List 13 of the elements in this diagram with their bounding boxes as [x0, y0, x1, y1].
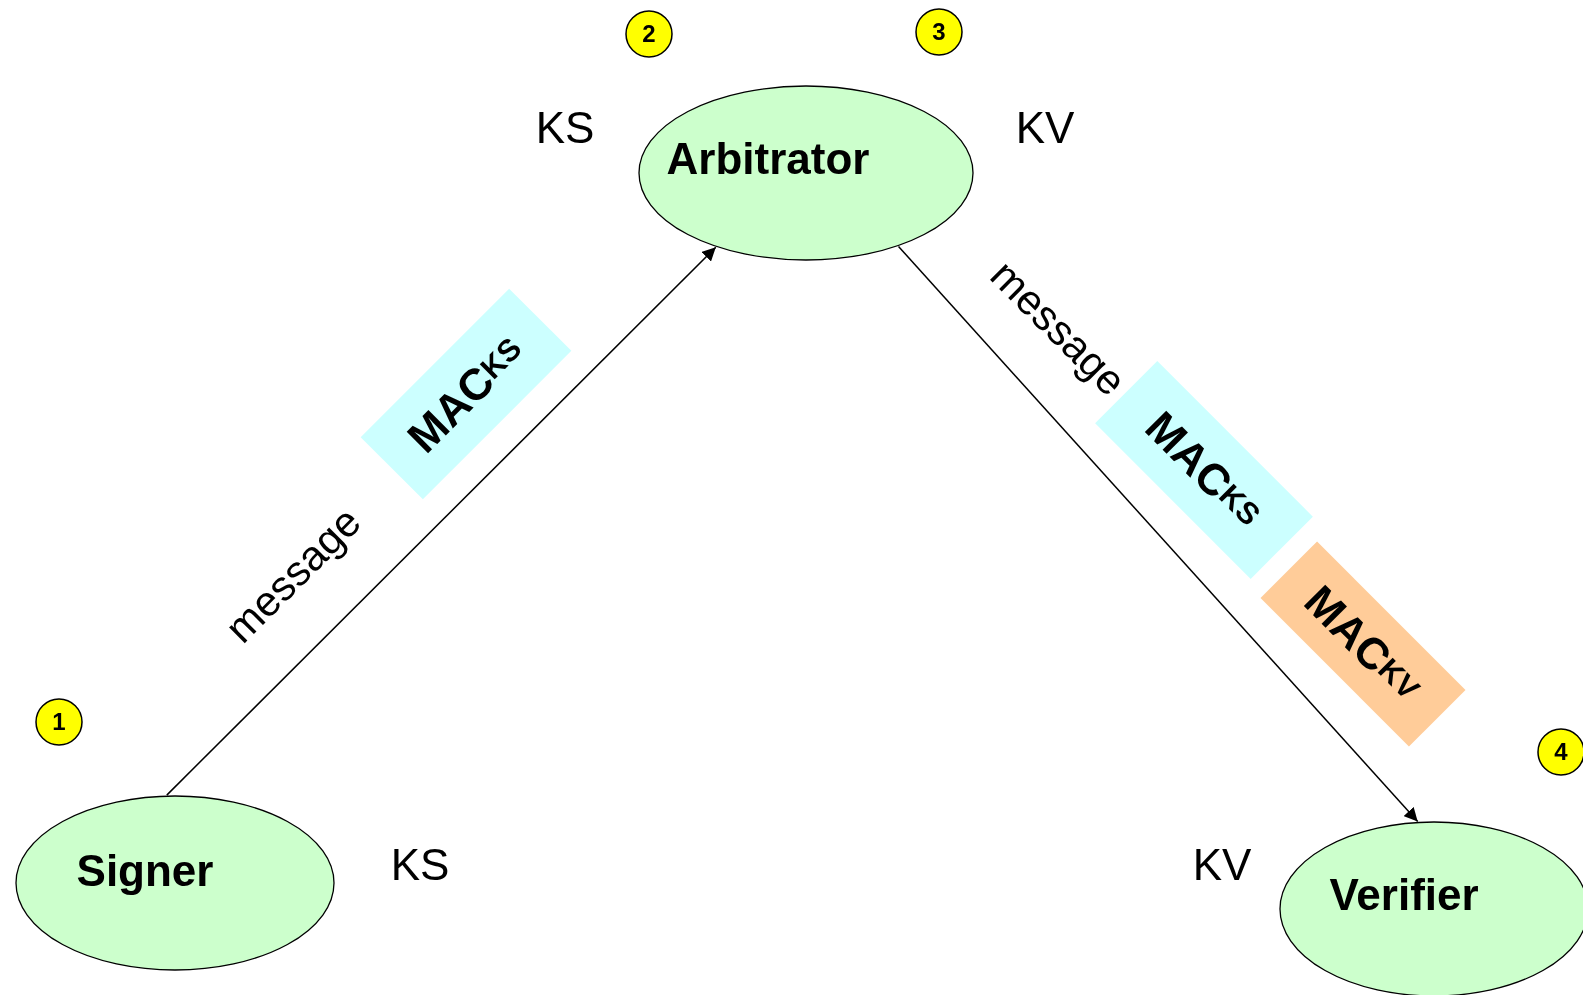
key-label: KS [390, 840, 450, 890]
node-label: Signer [76, 846, 214, 896]
arrow [166, 246, 717, 796]
key-label: KS [535, 103, 595, 153]
step-number-label: 2 [642, 20, 656, 48]
node-label: Arbitrator [666, 134, 870, 184]
key-label: KV [1015, 103, 1075, 153]
node-label: Verifier [1329, 870, 1479, 920]
arrow [897, 245, 1419, 823]
step-number-label: 3 [932, 18, 946, 46]
step-number-label: 1 [52, 708, 66, 736]
step-number-label: 4 [1554, 738, 1568, 766]
key-label: KV [1192, 840, 1252, 890]
